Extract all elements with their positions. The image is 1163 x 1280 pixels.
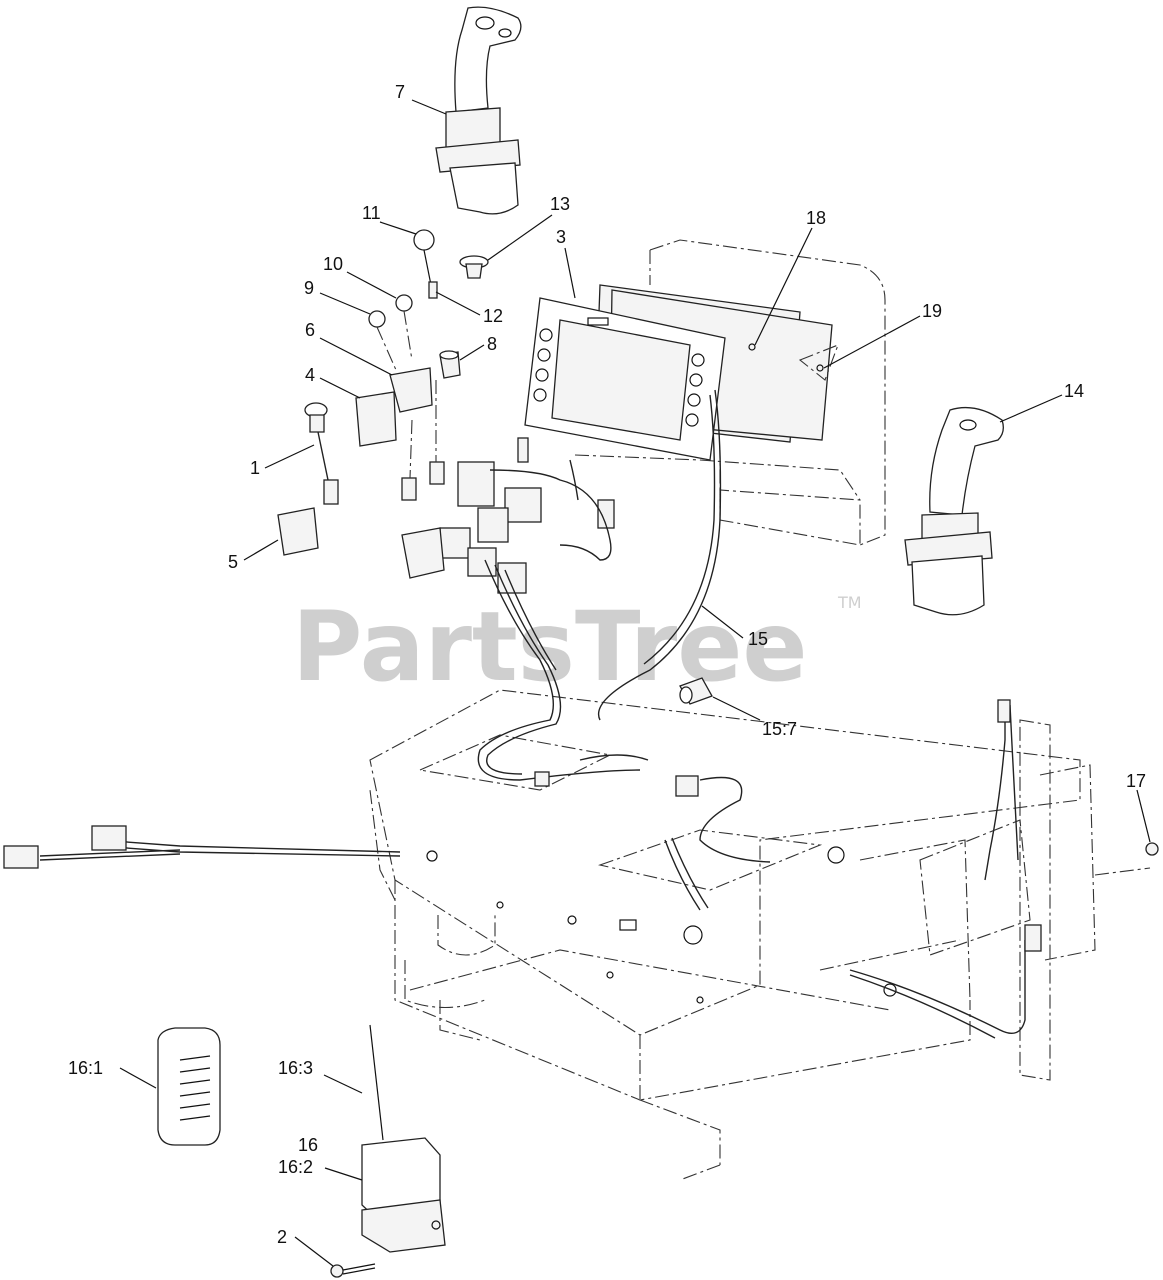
callout-3: 3 xyxy=(556,227,566,247)
callout-14: 14 xyxy=(1064,381,1084,401)
callout-16-2: 16:2 xyxy=(278,1157,313,1177)
callout-2: 2 xyxy=(277,1227,287,1247)
switch-parts xyxy=(277,229,489,556)
right-post-assembly xyxy=(849,699,1151,1081)
joystick-right xyxy=(904,406,1004,616)
cab-phantom xyxy=(574,239,886,546)
watermark: PartsTree TM xyxy=(292,591,862,703)
leader-lines xyxy=(119,99,1151,1267)
watermark-text: PartsTree xyxy=(292,591,807,703)
callout-12: 12 xyxy=(483,306,503,326)
watermark-trademark: TM xyxy=(837,593,862,612)
callout-6: 6 xyxy=(305,320,315,340)
callout-16-3: 16:3 xyxy=(278,1058,313,1078)
callout-16: 16 xyxy=(298,1135,318,1155)
callout-16-1: 16:1 xyxy=(68,1058,103,1078)
callout-11: 11 xyxy=(362,203,381,223)
callout-17: 17 xyxy=(1126,771,1146,791)
remote-cover xyxy=(157,1027,221,1146)
console-frame xyxy=(369,689,1081,1181)
callout-4: 4 xyxy=(305,365,315,385)
callout-labels: 7 11 13 3 10 9 12 8 6 4 1 5 18 19 14 15 … xyxy=(68,82,1146,1247)
callout-13: 13 xyxy=(550,194,570,214)
joystick-left xyxy=(435,6,522,215)
wire-harness xyxy=(3,389,771,911)
callout-18: 18 xyxy=(806,208,826,228)
display-assembly xyxy=(524,284,839,461)
callout-5: 5 xyxy=(228,552,238,572)
callout-19: 19 xyxy=(922,301,942,321)
callout-15: 15 xyxy=(748,629,768,649)
callout-9: 9 xyxy=(304,278,314,298)
callout-7: 7 xyxy=(395,82,405,102)
callout-1: 1 xyxy=(250,458,260,478)
callout-15-7: 15:7 xyxy=(762,719,797,739)
callout-8: 8 xyxy=(487,334,497,354)
receiver-unit xyxy=(330,842,1159,1278)
callout-10: 10 xyxy=(323,254,343,274)
